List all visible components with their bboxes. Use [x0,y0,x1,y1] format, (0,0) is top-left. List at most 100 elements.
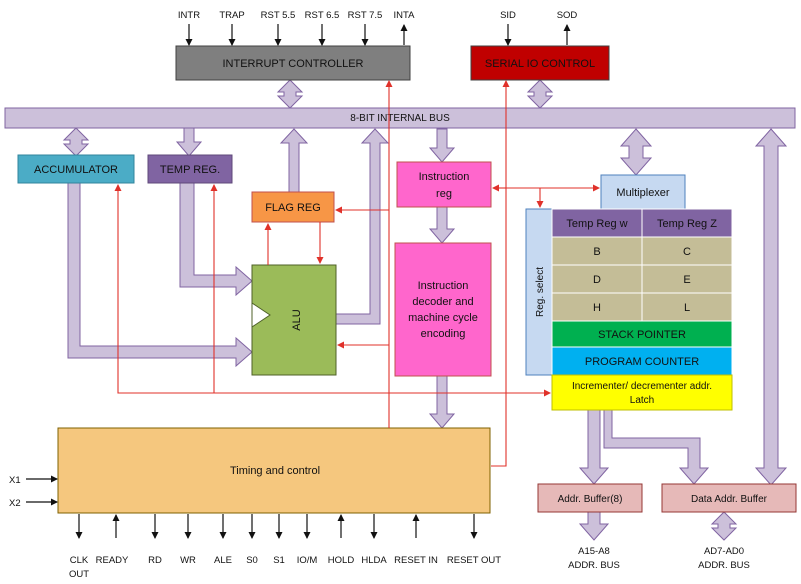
accumulator [17,154,135,184]
alu-notch [251,302,271,328]
pin-inta: INTA [394,10,416,21]
bus-arrow-latch-data [603,409,710,485]
reg-h [551,292,643,322]
register-array: Reg. select Temp Reg w Temp Reg Z B C D … [525,208,733,411]
temp-reg-w [551,208,643,238]
temp-reg-z-label: Temp Reg Z [657,218,717,230]
bus-arrow-data-buffer [754,128,788,486]
reg-l [641,292,733,322]
bus-arrow-accumulator [62,127,90,157]
bus-arrow-data-out [710,511,738,541]
interrupt-controller [175,45,411,81]
bus-arrow-flag-reg [279,128,309,193]
incrementer-latch [551,374,733,411]
reg-d [551,264,643,294]
control-lines [114,80,600,467]
input-x1: X1 [9,475,21,486]
instruction-register [396,161,492,208]
pin-s0: S0 [246,555,258,566]
instruction-register-line1: Instruction [419,171,470,183]
temp-reg [147,154,233,184]
instruction-register-line2: reg [436,188,452,200]
temp-reg-w-label: Temp Reg w [566,218,627,230]
pin-hlda: HLDA [361,555,387,566]
alu [251,264,337,376]
bus-arrow-interrupt [276,79,304,109]
decoder-line3: machine cycle [408,312,478,324]
data-addr-buffer [661,483,797,513]
data-bus-line2: ADDR. BUS [698,560,750,571]
instruction-decoder [394,242,492,377]
addr-buffer-label: Addr. Buffer(8) [558,494,623,505]
addr-buffer [537,483,643,513]
bus-arrow-alu-out [335,128,390,325]
reg-e [641,264,733,294]
pin-hold: HOLD [328,555,355,566]
serial-io-label: SERIAL IO CONTROL [485,58,595,70]
bus-arrow-temp-alu [179,182,253,297]
stack-pointer [551,320,733,348]
reg-e-label: E [683,274,690,286]
reg-b-label: B [593,246,600,258]
pin-sod: SOD [557,10,578,21]
decoder-line2: decoder and [412,296,473,308]
bus-arrow-temp-reg [175,127,203,157]
internal-bus-label: 8-BIT INTERNAL BUS [350,113,450,124]
reg-b [551,236,643,266]
reg-select-label: Reg. select [535,267,546,317]
reg-c-label: C [683,246,691,258]
timing-and-control [57,427,491,514]
decoder-line1: Instruction [418,280,469,292]
reg-l-label: L [684,302,690,314]
alu-label: ALU [291,309,303,330]
timing-label: Timing and control [230,465,320,477]
serial-pins: SID SOD [500,10,578,46]
timing-pins: CLK OUT READY RD WR ALE S0 S1 IO/M HOLD … [69,514,501,580]
pin-rd: RD [148,555,162,566]
pin-rst75: RST 7.5 [348,10,383,21]
pin-intr: INTR [178,10,200,21]
timing-inputs: X1 X2 [9,475,58,509]
flag-reg [251,191,335,223]
bus-arrow-instruction-reg [428,128,456,163]
reg-select [525,208,553,376]
multiplexer [600,174,686,210]
internal-bus [4,107,796,129]
pin-wr: WR [180,555,196,566]
addr-bus-line1: A15-A8 [578,546,610,557]
pin-clk-out-1: CLK [70,555,89,566]
reg-d-label: D [593,274,601,286]
pin-reset-in: RESET IN [394,555,438,566]
multiplexer-label: Multiplexer [616,187,670,199]
pin-reset-out: RESET OUT [447,555,501,566]
bus-arrow-latch-addr [578,409,610,485]
input-x2: X2 [9,498,21,509]
interrupt-pins: INTR TRAP RST 5.5 RST 6.5 RST 7.5 INTA [178,10,416,46]
pin-ale: ALE [214,555,232,566]
decoder-line4: encoding [421,328,466,340]
bus-arrow-ir-decoder [428,206,456,244]
bus-arrow-decoder-timing [428,375,456,429]
stack-pointer-label: STACK POINTER [598,329,686,341]
temp-reg-z [641,208,733,238]
pin-trap: TRAP [219,10,244,21]
pin-clk-out-2: OUT [69,569,89,580]
bus-arrows [62,79,788,541]
reg-h-label: H [593,302,601,314]
interrupt-controller-label: INTERRUPT CONTROLLER [223,58,364,70]
incrementer-line1: Incrementer/ decrementer addr. [572,381,712,392]
bus-arrow-serial [526,79,554,109]
data-bus-line1: AD7-AD0 [704,546,744,557]
temp-reg-label: TEMP REG. [160,164,220,176]
pin-rst55: RST 5.5 [261,10,296,21]
bus-arrow-addr-out [578,511,610,541]
program-counter-label: PROGRAM COUNTER [585,356,699,368]
data-addr-buffer-label: Data Addr. Buffer [691,494,768,505]
pin-io-m: IO/M [297,555,318,566]
accumulator-label: ACCUMULATOR [34,164,118,176]
flag-reg-label: FLAG REG [265,202,321,214]
reg-c [641,236,733,266]
serial-io-control [470,45,610,81]
program-counter [551,346,733,376]
